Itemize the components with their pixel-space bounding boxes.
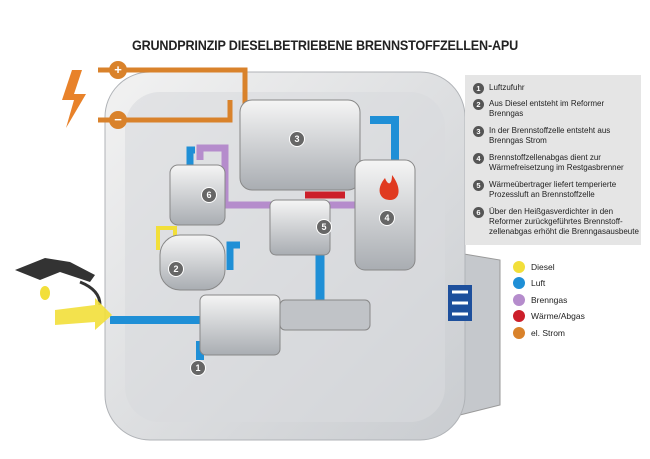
plus-terminal: + — [114, 62, 122, 77]
diesel-pipe — [156, 226, 177, 250]
flame-icon — [379, 175, 399, 200]
legend-diesel: Diesel — [513, 261, 555, 273]
step-number: 2 — [473, 99, 484, 110]
step-number: 1 — [473, 83, 484, 94]
step-5: 5 Wärmeübertrager liefert temperierte Pro… — [471, 180, 639, 200]
marker-6: 6 — [201, 187, 217, 203]
diagram-title: GRUNDPRINZIP DIESELBETRIEBENE BRENNSTOFF… — [131, 37, 519, 53]
air-blower — [199, 294, 281, 356]
base-plate — [279, 299, 371, 331]
step-6: 6 Über den Heißgasverdichter in den Refor… — [471, 207, 639, 237]
legend-dot — [513, 327, 525, 339]
legend-dot — [513, 294, 525, 306]
step-text: Luftzufuhr — [489, 83, 525, 92]
step-number: 3 — [473, 126, 484, 137]
step-number: 5 — [473, 180, 484, 191]
compressor — [169, 164, 226, 226]
marker-4: 4 — [379, 210, 395, 226]
legend-waerme: Wärme/Abgas — [513, 310, 585, 322]
marker-3: 3 — [289, 131, 305, 147]
legend-label: Wärme/Abgas — [531, 311, 585, 321]
step-text: Über den Heißgasverdichter in den Reform… — [489, 207, 639, 236]
diesel-drop — [40, 286, 50, 300]
step-3: 3 In der Brennstoffzelle entsteht aus Bre… — [471, 126, 639, 146]
legend-label: Luft — [531, 278, 546, 288]
step-text: In der Brennstoffzelle entsteht aus Bren… — [489, 126, 611, 145]
step-number: 4 — [473, 153, 484, 164]
legend-dot — [513, 277, 525, 289]
power-wire-minus — [98, 100, 233, 123]
air-inlet-arrow — [55, 298, 112, 330]
marker-2: 2 — [168, 261, 184, 277]
step-text: Brennstoffzellenabgas dient zur Wärmefre… — [489, 153, 624, 172]
step-text: Aus Diesel entsteht im Reformer Brenngas — [489, 99, 605, 118]
legend-brenngas: Brenngas — [513, 294, 567, 306]
power-wire-plus — [98, 67, 248, 110]
step-4: 4 Brennstoffzellenabgas dient zur Wärmefr… — [471, 153, 639, 173]
legend-dot — [513, 261, 525, 273]
legend-luft: Luft — [513, 277, 545, 289]
fuel-nozzle-icon — [15, 258, 95, 282]
steps-panel: 1 Luftzufuhr 2 Aus Diesel entsteht im Refo… — [465, 75, 641, 245]
legend-label: Diesel — [531, 262, 555, 272]
legend-label: Brenngas — [531, 295, 568, 305]
step-number: 6 — [473, 207, 484, 218]
legend-label: el. Strom — [531, 328, 566, 338]
lightning-icon — [62, 70, 86, 128]
legend-strom: el. Strom — [513, 327, 565, 339]
step-2: 2 Aus Diesel entsteht im Reformer Brennga… — [471, 99, 639, 119]
legend-dot — [513, 310, 525, 322]
step-1: 1 Luftzufuhr — [471, 83, 639, 94]
minus-terminal: − — [114, 112, 122, 127]
step-text: Wärmeübertrager liefert temperierte Proz… — [489, 180, 617, 199]
marker-5: 5 — [316, 219, 332, 235]
marker-1: 1 — [190, 360, 206, 376]
